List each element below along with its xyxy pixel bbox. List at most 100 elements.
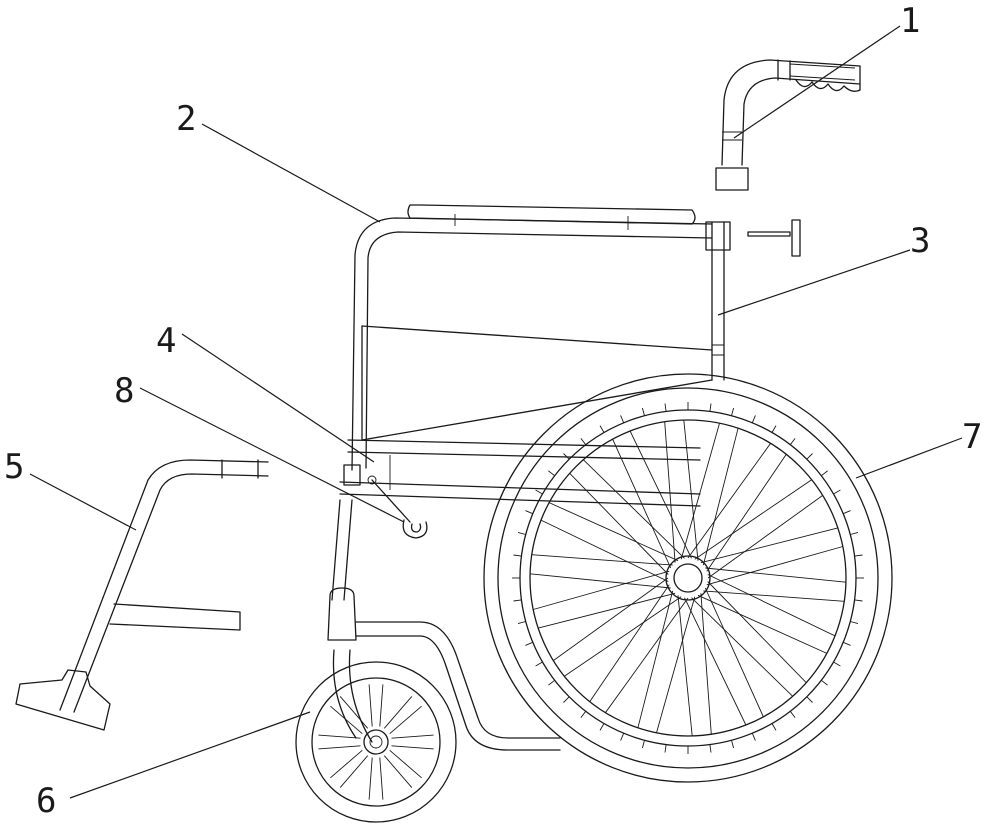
spoke <box>695 480 812 560</box>
caster-spoke <box>384 756 412 788</box>
caster-spoke <box>340 756 368 788</box>
spoke <box>701 528 838 563</box>
spoke <box>570 473 669 574</box>
caster-spoke <box>392 735 434 738</box>
leg-rest <box>16 460 268 730</box>
rim-tick <box>564 697 570 703</box>
rim-tick <box>518 622 526 624</box>
rear-upright <box>706 222 730 380</box>
rim-tick <box>834 490 841 494</box>
spoke <box>705 588 763 717</box>
spoke <box>638 591 673 728</box>
rim-tick <box>581 438 586 444</box>
rim-tick <box>752 415 755 422</box>
caster-spoke <box>384 696 412 728</box>
leader-5 <box>30 474 136 530</box>
locking-pin <box>748 220 800 256</box>
spoke <box>530 574 671 588</box>
rim-tick <box>752 733 755 740</box>
caster-spoke <box>380 684 383 726</box>
rim-tick <box>536 662 543 666</box>
push-handle <box>716 60 860 190</box>
rim-tick <box>732 740 734 748</box>
callout-3: 3 <box>910 221 930 261</box>
rim-tick <box>843 642 850 645</box>
rim-tick <box>600 724 604 731</box>
leader-7 <box>856 438 962 478</box>
spoke <box>707 454 787 571</box>
rim-tick <box>642 408 644 416</box>
spoke <box>538 593 675 628</box>
leader-6 <box>70 712 310 798</box>
spoke <box>590 585 670 702</box>
rim-tick <box>790 711 795 717</box>
spoke <box>708 582 807 683</box>
rim-tick <box>525 511 532 514</box>
rim-tick <box>855 600 863 601</box>
rim-tick <box>710 404 711 412</box>
callout-7: 7 <box>962 417 982 457</box>
caster-spoke <box>390 750 422 778</box>
caster-spoke <box>369 758 372 800</box>
rim-tick <box>536 490 543 494</box>
spoke <box>541 520 668 581</box>
spoke <box>553 578 668 661</box>
spoke <box>549 503 678 561</box>
spoke <box>605 598 688 713</box>
rim-tick <box>665 404 666 412</box>
callout-8: 8 <box>114 371 134 411</box>
rim-tick <box>772 426 776 433</box>
caster-spoke <box>390 706 422 734</box>
rim-tick <box>621 733 624 740</box>
spoke <box>583 460 684 559</box>
leader-lines <box>30 26 962 798</box>
spoke <box>564 597 681 677</box>
rim-tick <box>772 724 776 731</box>
rim-tick <box>732 408 734 416</box>
rim-tick <box>514 600 522 601</box>
spoke <box>684 420 698 561</box>
callout-4: 4 <box>156 321 176 361</box>
spoke <box>533 571 669 609</box>
rim-tick <box>843 511 850 514</box>
callout-2: 2 <box>176 99 196 139</box>
spoke <box>630 431 691 558</box>
rim-tick <box>548 471 554 476</box>
leader-2 <box>202 124 380 222</box>
callout-5: 5 <box>4 447 24 487</box>
rim-tick <box>834 662 841 666</box>
leader-4 <box>182 334 374 462</box>
rim-tick <box>514 555 522 556</box>
callout-6: 6 <box>36 781 56 821</box>
spoke <box>707 547 843 585</box>
spoke <box>657 597 695 733</box>
rim-tick <box>525 642 532 645</box>
spoke <box>701 593 711 734</box>
spoke <box>681 423 719 559</box>
rim-tick <box>855 555 863 556</box>
spoke <box>708 575 835 636</box>
spoke <box>685 598 746 725</box>
spoke <box>703 591 844 601</box>
rear-wheel <box>484 374 892 782</box>
rim-tick <box>642 740 644 748</box>
seat-frame <box>340 440 700 506</box>
caster-spoke <box>380 758 383 800</box>
rim-tick <box>790 438 795 444</box>
brake-lever <box>368 476 427 538</box>
rim-tick <box>850 622 858 624</box>
spoke <box>678 595 692 736</box>
spoke <box>698 595 827 653</box>
rim-tick <box>821 471 827 476</box>
rim-tick <box>600 426 604 433</box>
rim-tick <box>518 532 526 534</box>
spoke <box>665 422 675 563</box>
caster-spoke <box>318 746 360 749</box>
rim-tick <box>807 697 813 703</box>
rim-tick <box>581 711 586 717</box>
spoke <box>705 568 846 582</box>
caster-wheel <box>296 662 456 822</box>
spoke <box>703 428 738 565</box>
